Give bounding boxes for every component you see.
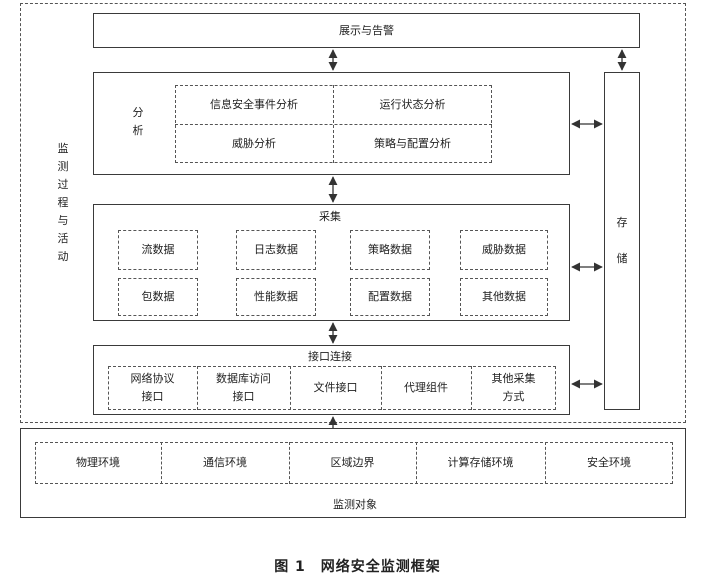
data-cell: 日志数据 [236, 230, 316, 270]
analysis-cell: 信息安全事件分析 [210, 97, 298, 111]
monitored-cell: 安全环境 [587, 456, 631, 469]
interface-cell: 其他采集 方式 [491, 372, 536, 403]
analysis-cell: 运行状态分析 [379, 97, 446, 111]
data-cell: 性能数据 [236, 278, 316, 316]
monitored-label: 监测对象 [333, 498, 377, 511]
storage-box [604, 72, 640, 410]
monitored-grid-vline [545, 442, 546, 484]
interface-cell: 数据库访问 接口 [216, 372, 271, 403]
monitored-cell: 区域边界 [330, 456, 375, 469]
monitored-cell: 计算存储环境 [447, 456, 514, 469]
interface-cell: 网络协议 接口 [130, 372, 175, 403]
monitored-cell: 物理环境 [76, 456, 120, 469]
storage-label: 存 储 [616, 216, 628, 265]
interface-grid-vline [197, 366, 198, 410]
monitored-grid-vline [416, 442, 417, 484]
interface-cell: 文件接口 [313, 381, 358, 394]
process-frame [20, 3, 686, 423]
interface-label: 接口连接 [308, 350, 352, 363]
monitored-grid-vline [289, 442, 290, 484]
analysis-cell: 威胁分析 [232, 136, 276, 150]
analysis-cell: 策略与配置分析 [374, 136, 451, 150]
interface-grid-vline [290, 366, 291, 410]
analysis-box [93, 72, 570, 175]
figure-caption: 图 1 网络安全监测框架 [274, 559, 441, 575]
collection-box [93, 204, 570, 321]
monitored-grid [35, 442, 673, 484]
interface-grid [108, 366, 556, 410]
monitored-box [20, 428, 686, 518]
display-alarm-box: 展示与告警 [93, 13, 640, 48]
monitored-cell: 通信环境 [203, 456, 247, 469]
interface-grid-vline [381, 366, 382, 410]
interface-grid-vline [471, 366, 472, 410]
data-cell: 配置数据 [350, 278, 430, 316]
interface-box [93, 345, 570, 415]
analysis-label: 分 析 [132, 106, 144, 137]
data-cell: 包数据 [118, 278, 198, 316]
process-label: 监 测 过 程 与 活 动 [57, 142, 69, 263]
data-cell: 流数据 [118, 230, 198, 270]
data-cell: 策略数据 [350, 230, 430, 270]
data-cell: 威胁数据 [460, 230, 548, 270]
interface-cell: 代理组件 [404, 381, 448, 394]
collection-label: 采集 [319, 210, 341, 223]
monitored-grid-vline [161, 442, 162, 484]
data-cell: 其他数据 [460, 278, 548, 316]
analysis-grid-hline [175, 124, 492, 125]
display-alarm-label: 展示与告警 [339, 23, 394, 37]
